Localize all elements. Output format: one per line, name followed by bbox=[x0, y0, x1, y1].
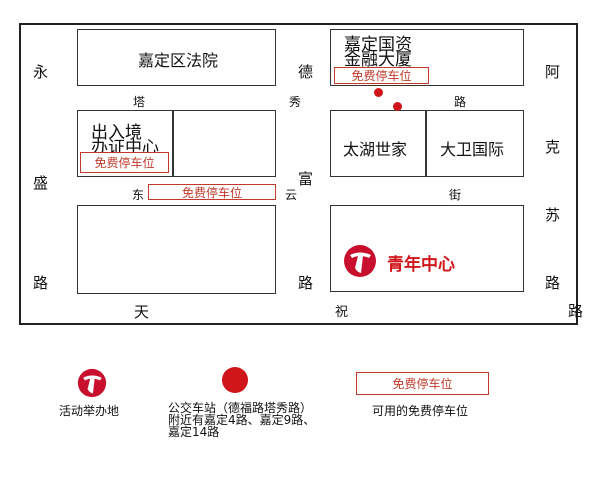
dawei-block bbox=[426, 110, 524, 177]
finance-tower-label-1: 嘉定国资 bbox=[344, 35, 412, 55]
immigration-block-right bbox=[173, 110, 276, 177]
road-taxiu-2: 秀 bbox=[289, 95, 302, 109]
parking-spot-immigration: 免费停车位 bbox=[80, 152, 169, 173]
legend-event-venue: 活动举办地 bbox=[59, 404, 120, 418]
road-yongsheng-1: 永 bbox=[33, 63, 49, 81]
youth-center-logo-icon bbox=[77, 368, 107, 398]
road-taxiu-1: 塔 bbox=[133, 95, 146, 109]
road-defu-3: 路 bbox=[298, 274, 314, 292]
road-dongyun-2: 云 bbox=[285, 188, 298, 202]
road-akesu-3: 苏 bbox=[545, 206, 561, 224]
map-frame bbox=[19, 23, 578, 325]
southwest-block bbox=[77, 205, 276, 294]
dawei-label: 大卫国际 bbox=[440, 140, 505, 159]
youth-center-label: 青年中心 bbox=[387, 255, 455, 275]
road-yongsheng-2: 盛 bbox=[33, 174, 49, 192]
road-taxiu-3: 路 bbox=[454, 95, 467, 109]
legend-parking: 可用的免费停车位 bbox=[372, 404, 469, 418]
parking-spot-tower: 免费停车位 bbox=[334, 67, 429, 84]
parking-spot-dongyun: 免费停车位 bbox=[148, 184, 276, 200]
court-block bbox=[77, 29, 276, 86]
road-dongyun-1: 东 bbox=[132, 188, 145, 202]
taihu-block bbox=[330, 110, 426, 177]
road-dongyun-3: 街 bbox=[449, 188, 462, 202]
youth-center-logo-icon bbox=[344, 245, 376, 277]
immigration-label-1: 出入境 bbox=[91, 123, 142, 143]
bus-stop-dot-icon bbox=[222, 367, 248, 393]
court-label: 嘉定区法院 bbox=[138, 51, 219, 70]
road-akesu-2: 克 bbox=[545, 138, 561, 156]
taihu-label: 太湖世家 bbox=[343, 140, 408, 159]
legend-bus-stop: 公交车站（德福路塔秀路） 附近有嘉定4路、嘉定9路、 嘉定14路 bbox=[168, 401, 316, 439]
legend-parking-box: 免费停车位 bbox=[356, 372, 489, 395]
road-tianzhu-1: 天 bbox=[134, 303, 150, 321]
finance-tower-label-2: 金融大厦 bbox=[344, 50, 412, 70]
road-tianzhu-2: 祝 bbox=[335, 305, 349, 320]
road-akesu-4: 路 bbox=[545, 274, 561, 292]
road-yongsheng-3: 路 bbox=[33, 274, 49, 292]
road-akesu-5: 路 bbox=[568, 302, 584, 320]
bus-stop-dot-icon bbox=[393, 102, 402, 111]
road-defu-2: 富 bbox=[298, 170, 314, 188]
road-defu-1: 德 bbox=[298, 63, 314, 81]
road-akesu-1: 阿 bbox=[545, 63, 561, 81]
bus-stop-dot-icon bbox=[374, 88, 383, 97]
